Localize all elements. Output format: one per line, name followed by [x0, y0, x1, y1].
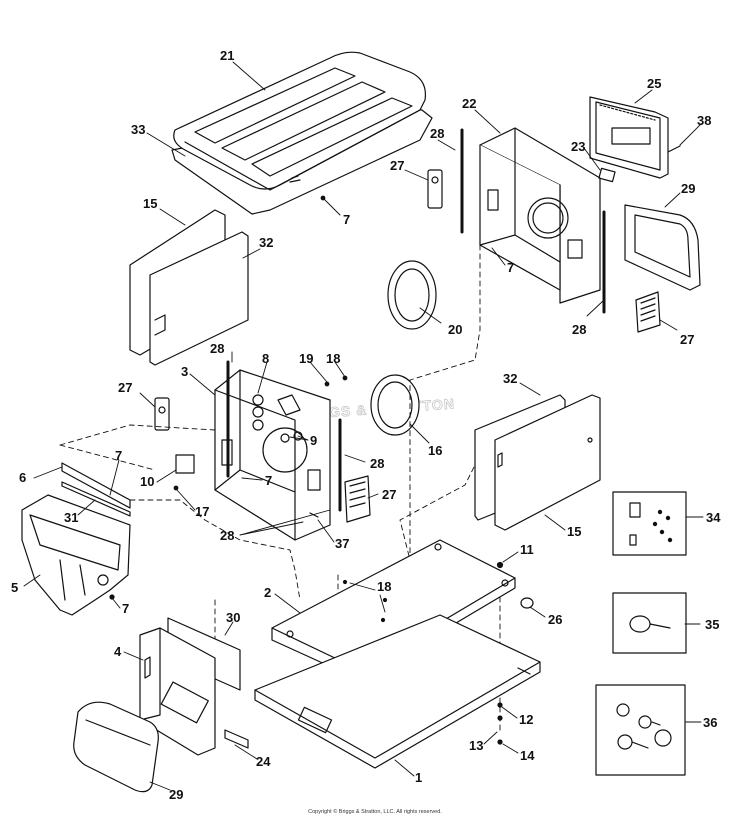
callout-22: 22 [462, 96, 476, 111]
callout-16: 16 [428, 443, 442, 458]
part-25-grille-panel [589, 96, 669, 179]
part-27-vent-c [154, 397, 170, 431]
callout-7: 7 [122, 601, 129, 616]
callout-35: 35 [705, 617, 719, 632]
copyright-notice: Copyright © Briggs & Stratton, LLC. All … [308, 809, 442, 815]
callout-20: 20 [448, 322, 462, 337]
callout-1: 1 [415, 770, 422, 785]
part-31-rail [61, 481, 131, 517]
part-23-label [598, 167, 616, 183]
callout-32: 32 [259, 235, 273, 250]
part-27-vent-a [427, 169, 443, 209]
callout-7: 7 [265, 473, 272, 488]
callout-11: 11 [520, 542, 534, 557]
callout-26: 26 [548, 612, 562, 627]
callout-19: 19 [299, 351, 313, 366]
callout-33: 33 [131, 122, 145, 137]
callout-15: 15 [143, 196, 157, 211]
callout-37: 37 [335, 536, 349, 551]
part-29-frame-top [624, 204, 701, 291]
part-5-control-housing [21, 494, 131, 616]
callout-28: 28 [210, 341, 224, 356]
callout-10: 10 [140, 474, 154, 489]
callout-27: 27 [390, 158, 404, 173]
callout-17: 17 [195, 504, 209, 519]
callout-24: 24 [256, 754, 271, 769]
callout-labels: 21 33 7 22 28 27 25 38 23 29 7 15 32 20 … [11, 48, 721, 802]
callout-14: 14 [520, 748, 535, 763]
callout-7: 7 [115, 448, 122, 463]
part-26-plug [520, 597, 534, 609]
callout-29: 29 [681, 181, 695, 196]
callout-28: 28 [572, 322, 586, 337]
callout-18: 18 [377, 579, 391, 594]
kit-35-box [612, 592, 687, 654]
callout-21: 21 [220, 48, 234, 63]
part-38-screw [667, 145, 681, 153]
kit-34-box [612, 491, 687, 556]
callout-28: 28 [220, 528, 234, 543]
callout-7: 7 [343, 212, 350, 227]
part-22-right-enclosure [479, 127, 601, 304]
part-16-ring [370, 374, 420, 436]
part-32-panel-left [149, 231, 249, 366]
kit-36-box [595, 684, 686, 776]
callout-18: 18 [326, 351, 340, 366]
callout-3: 3 [181, 364, 188, 379]
part-27-vent-d [344, 475, 371, 523]
part-10-bracket [175, 454, 195, 474]
callout-2: 2 [264, 585, 271, 600]
part-24-strip [224, 729, 249, 749]
callout-7: 7 [507, 260, 514, 275]
callout-6: 6 [19, 470, 26, 485]
callout-28: 28 [430, 126, 444, 141]
part-20-ring [387, 260, 437, 330]
callout-9: 9 [310, 433, 317, 448]
callout-15: 15 [567, 524, 581, 539]
callout-34: 34 [706, 510, 721, 525]
callout-31: 31 [64, 510, 78, 525]
part-29-cover-bottom [73, 701, 159, 793]
callout-4: 4 [114, 644, 122, 659]
leader-lines [23, 61, 704, 791]
callout-29: 29 [169, 787, 183, 802]
callout-30: 30 [226, 610, 240, 625]
callout-23: 23 [571, 139, 585, 154]
hardware-fasteners [109, 195, 504, 745]
callout-12: 12 [519, 712, 533, 727]
part-1-base-plate [254, 614, 541, 769]
callout-27: 27 [680, 332, 694, 347]
callout-32: 32 [503, 371, 517, 386]
part-6-rail [61, 462, 131, 509]
callout-13: 13 [469, 738, 483, 753]
callout-27: 27 [382, 487, 396, 502]
callout-28: 28 [370, 456, 384, 471]
callout-8: 8 [262, 351, 269, 366]
part-21-roof [173, 51, 427, 191]
part-15-door-right [494, 394, 601, 531]
part-3-center-enclosure [214, 369, 331, 541]
callout-27: 27 [118, 380, 132, 395]
callout-25: 25 [647, 76, 661, 91]
callout-38: 38 [697, 113, 711, 128]
callout-5: 5 [11, 580, 18, 595]
callout-36: 36 [703, 715, 717, 730]
part-27-vent-b [635, 291, 661, 333]
part-37-fastener [309, 512, 319, 518]
